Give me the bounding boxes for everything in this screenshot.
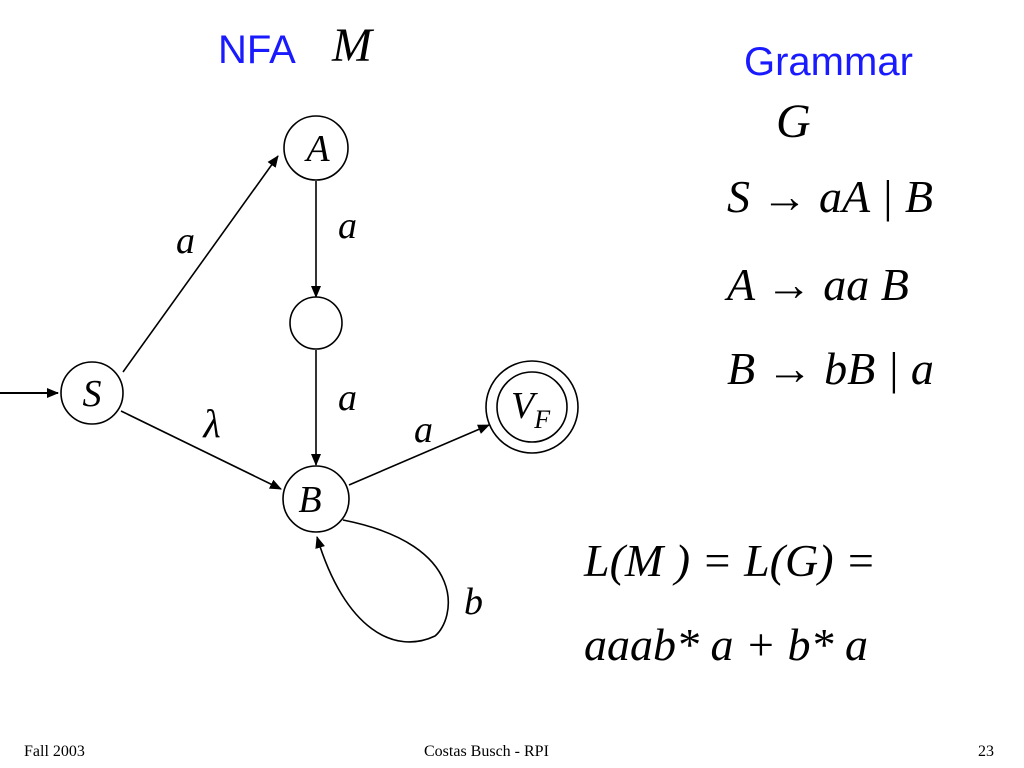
footer-date: Fall 2003	[24, 743, 85, 760]
edge-s-b	[120, 410, 282, 490]
label-mid-b: a	[338, 377, 357, 419]
state-a: A	[283, 115, 349, 181]
label-a-mid: a	[338, 205, 357, 247]
state-b: B	[282, 465, 350, 533]
state-b-label: B	[298, 479, 321, 521]
state-s-label: S	[83, 373, 102, 415]
grammar-rule-s: S → aA | B	[727, 171, 934, 222]
label-b-loop: b	[464, 581, 483, 623]
edge-b-vf	[348, 424, 490, 486]
state-s: S	[60, 361, 124, 425]
label-s-b: λ	[202, 401, 220, 446]
label-b-vf: a	[414, 409, 433, 451]
state-vf-final: VF	[485, 360, 579, 454]
edge-b-loop	[315, 519, 449, 643]
nfa-title: NFA	[218, 28, 296, 72]
nfa-symbol: M	[332, 19, 372, 72]
grammar-rule-a: A → aa B	[727, 259, 909, 310]
language-equation: L(M ) = L(G) =	[584, 535, 877, 586]
language-expression: aaab* a + b* a	[584, 619, 869, 670]
state-intermediate	[289, 296, 343, 350]
edge-s-a	[122, 155, 279, 373]
grammar-symbol: G	[776, 95, 811, 148]
label-s-a: a	[176, 220, 195, 262]
grammar-rule-b: B → bB | a	[727, 343, 934, 394]
state-vf-label: VF	[511, 385, 551, 434]
grammar-title: Grammar	[744, 40, 913, 84]
state-a-label: A	[303, 128, 330, 170]
footer-page-number: 23	[978, 743, 994, 760]
footer-author: Costas Busch - RPI	[424, 743, 549, 760]
